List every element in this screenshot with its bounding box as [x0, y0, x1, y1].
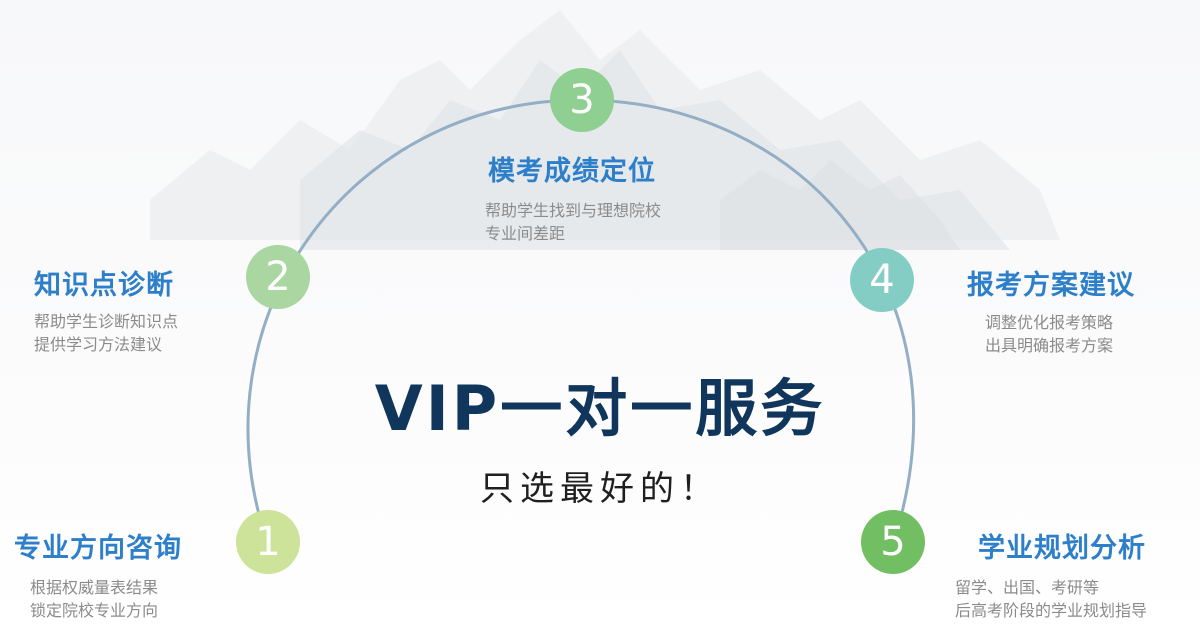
step-4-badge: 4 [850, 248, 914, 312]
step-5-desc-line1: 留学、出国、考研等 [955, 578, 1100, 597]
step-3-desc-line1: 帮助学生找到与理想院校 [485, 201, 662, 220]
step-3-title: 模考成绩定位 [488, 156, 656, 187]
step-5-badge: 5 [861, 510, 925, 574]
step-4-desc-line2: 出具明确报考方案 [985, 336, 1114, 355]
step-1-desc-line2: 锁定院校专业方向 [30, 601, 159, 620]
step-3-desc-line2: 专业间差距 [485, 224, 566, 243]
step-2-title: 知识点诊断 [34, 270, 174, 301]
step-5-desc-line2: 后高考阶段的学业规划指导 [955, 601, 1148, 620]
step-1-desc-line1: 根据权威量表结果 [30, 578, 159, 597]
step-2-desc-line1: 帮助学生诊断知识点 [34, 312, 179, 331]
center-subtitle: 只选最好的！ [480, 469, 720, 509]
center-title: VIP一对一服务 [374, 372, 826, 445]
step-1-title: 专业方向咨询 [14, 533, 182, 564]
step-5-title: 学业规划分析 [978, 533, 1146, 564]
step-3-badge: 3 [550, 68, 614, 132]
step-1-badge: 1 [236, 510, 300, 574]
step-4-title: 报考方案建议 [967, 270, 1135, 301]
step-2-desc-line2: 提供学习方法建议 [34, 335, 163, 354]
step-4-desc-line1: 调整优化报考策略 [985, 313, 1114, 332]
step-2-badge: 2 [246, 245, 310, 309]
